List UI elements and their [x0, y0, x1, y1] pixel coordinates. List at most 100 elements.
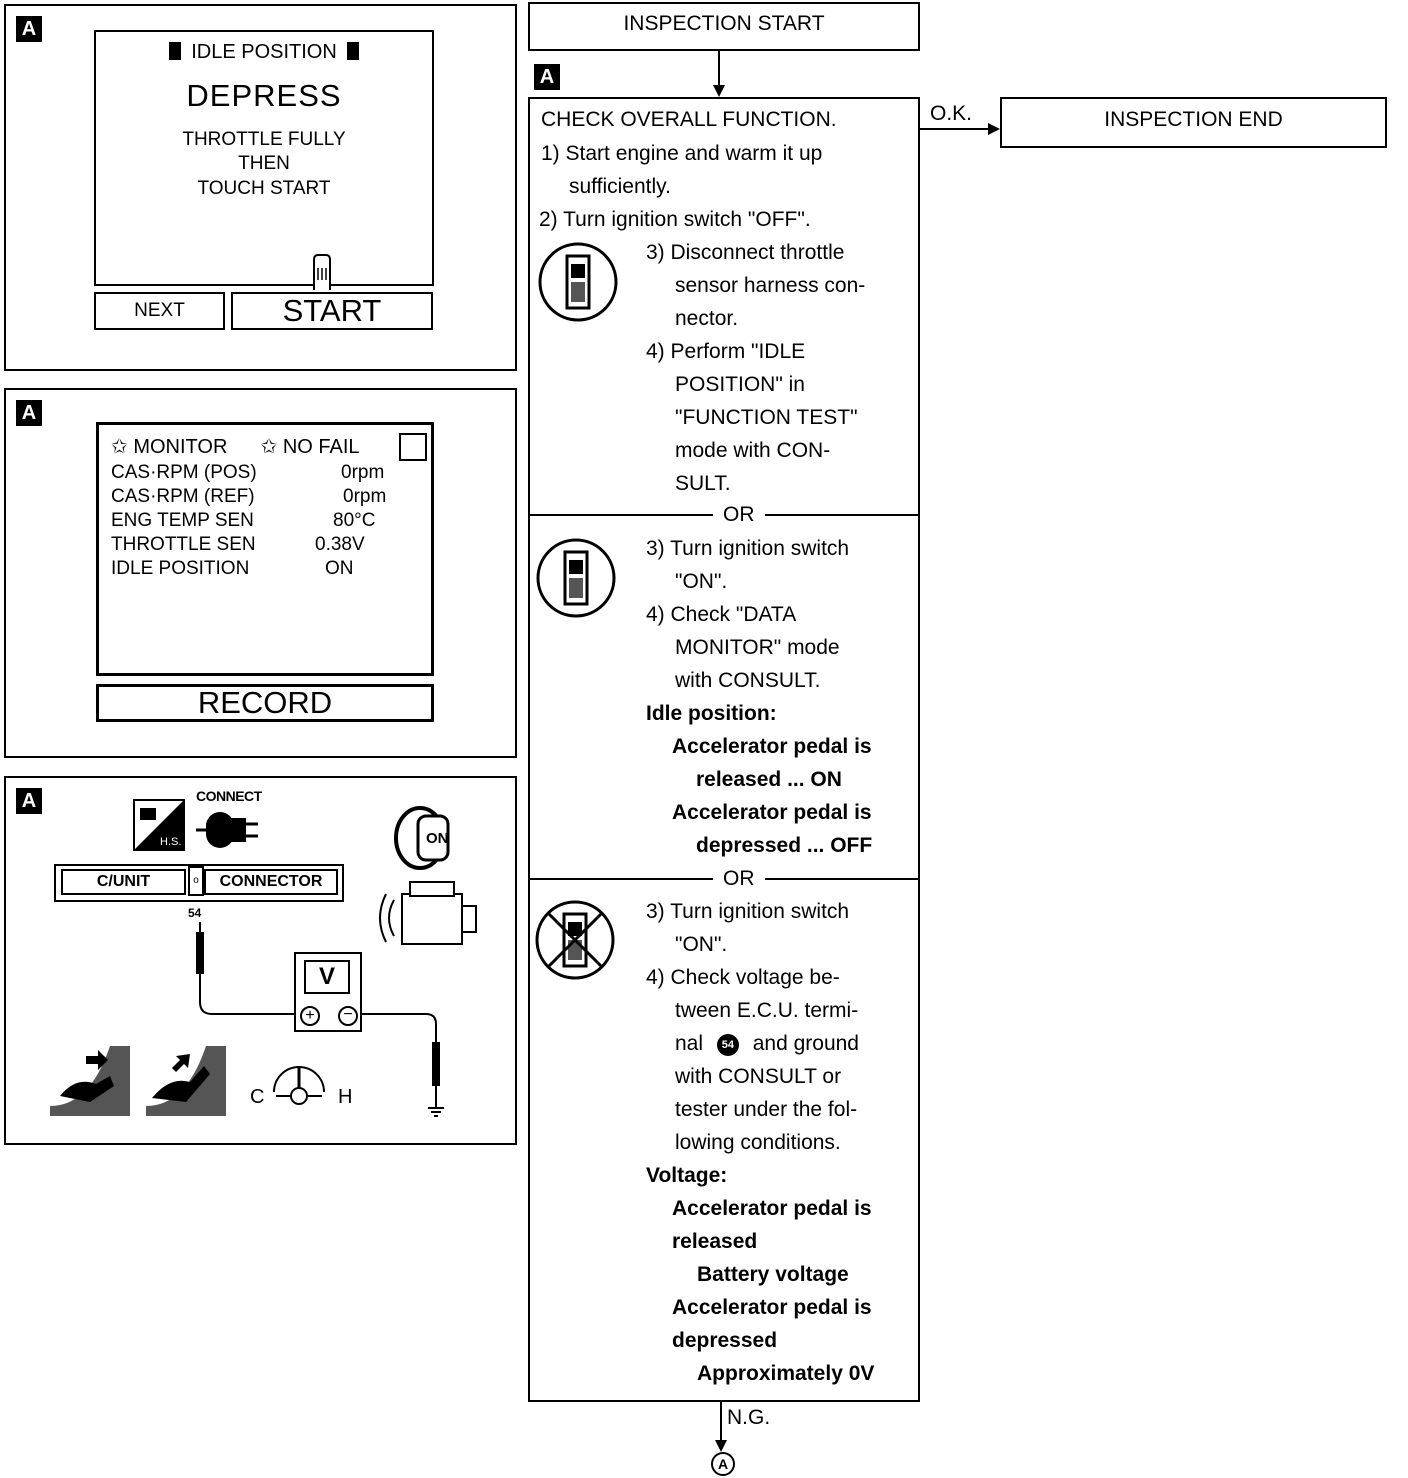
sec3-line: tester under the fol- [675, 1098, 858, 1121]
monitor-checkbox[interactable] [399, 433, 427, 461]
monitor-row: CAS·RPM (REF) [111, 485, 255, 509]
inspection-end-box: INSPECTION END [1000, 97, 1387, 148]
star-icon: ✩ [260, 436, 278, 458]
step-2: 2) Turn ignition switch "OFF". [539, 208, 811, 231]
screen-instruction-3: TOUCH START [197, 178, 331, 199]
screen-headline: DEPRESS [186, 78, 342, 113]
check-title: CHECK OVERALL FUNCTION. [541, 108, 837, 131]
sec2-line: "ON". [675, 570, 728, 593]
sec3-line: Battery voltage [697, 1263, 849, 1286]
sec3-line: with CONSULT or [675, 1065, 842, 1088]
screen-instruction-1: THROTTLE FULLY [182, 129, 346, 150]
monitor-value: 80°C [333, 510, 376, 531]
sec2-line: 4) Check "DATA [646, 603, 797, 626]
sec3-line: depressed [672, 1329, 778, 1352]
terminal-number: 54 [188, 906, 202, 920]
sec3-line: Voltage: [646, 1164, 728, 1187]
connect-plug-icon [196, 812, 258, 848]
arrow-ok-to-end [920, 123, 1000, 135]
hs-label: H.S. [160, 836, 182, 848]
consult-screen: IDLE POSITION DEPRESS THROTTLE FULLY THE… [94, 30, 434, 290]
monitor-row: CAS·RPM (POS) [111, 461, 257, 485]
ng-label: N.G. [727, 1406, 771, 1429]
consult-tool-icon [536, 538, 616, 618]
monitor-header: ✩ MONITOR ✩ NO FAIL [111, 435, 360, 459]
sec1-line: 4) Perform "IDLE [646, 340, 806, 363]
monitor-value: 0rpm [343, 486, 387, 507]
monitor-value: ON [325, 558, 354, 579]
sec2-line: released ... ON [696, 768, 842, 791]
sec3-line: 3) Turn ignition switch [646, 900, 850, 923]
sec2-line: Accelerator pedal is [672, 735, 872, 758]
consult-screen-panel-data-monitor: A ✩ MONITOR ✩ NO FAIL CAS·RPM (POS) 0rpm… [4, 388, 517, 758]
sec3-line: 4) Check voltage be- [646, 966, 840, 989]
sec1-line: POSITION" in [675, 373, 805, 396]
positive-terminal-icon: + [300, 1006, 320, 1026]
monitor-item-name: THROTTLE SEN [111, 534, 256, 555]
sec3-line-text: and ground [752, 1032, 859, 1055]
sec1-line: mode with CON- [675, 439, 831, 462]
sec3-line: "ON". [675, 933, 728, 956]
connector-pin: o [188, 866, 204, 896]
star-icon: ✩ [111, 436, 128, 458]
inspection-start-box: INSPECTION START [528, 2, 920, 51]
sec3-line: tween E.C.U. termi- [675, 999, 859, 1022]
connector-block [54, 864, 344, 902]
step-1b: sufficiently. [569, 175, 671, 198]
gauge-cold-label: C [250, 1086, 265, 1108]
pedal-depressed-icon [146, 1046, 226, 1116]
sec3-line: Approximately 0V [697, 1362, 875, 1385]
ignition-key-icon [394, 806, 450, 870]
engine-icon [379, 881, 477, 945]
screen-title-text: IDLE POSITION [191, 41, 337, 63]
flow-tag: A [534, 64, 560, 90]
next-button[interactable]: NEXT [94, 292, 225, 330]
panel-tag: A [16, 16, 42, 42]
monitor-label: MONITOR [133, 436, 228, 458]
consult-screen-panel-function-test: A IDLE POSITION DEPRESS THROTTLE FULLY T… [4, 4, 517, 371]
temperature-gauge-icon [273, 1066, 325, 1105]
connector-a-circle: A [711, 1452, 735, 1476]
or-label: OR [713, 504, 765, 526]
screen-instruction-2: THEN [238, 153, 290, 174]
sec1-line: sensor harness con- [675, 274, 866, 297]
no-fail-label: NO FAIL [282, 436, 360, 458]
step-1a: 1) Start engine and warm it up [541, 142, 823, 165]
no-consult-icon [535, 900, 615, 980]
monitor-screen: ✩ MONITOR ✩ NO FAIL CAS·RPM (POS) 0rpm C… [96, 422, 434, 676]
sec2-line: depressed ... OFF [696, 834, 873, 857]
gauge-hot-label: H [338, 1086, 353, 1108]
consult-tool-icon [538, 242, 618, 322]
monitor-row: THROTTLE SEN [111, 533, 256, 557]
sec3-line: Accelerator pedal is [672, 1296, 872, 1319]
record-button[interactable]: RECORD [96, 684, 434, 722]
cunit-label: C/UNIT [61, 869, 186, 895]
sec3-line: nal 54 and ground [675, 1027, 859, 1060]
harness-sensor-icon [133, 799, 185, 851]
monitor-item-name: CAS·RPM (REF) [111, 486, 255, 507]
ok-label: O.K. [930, 102, 973, 125]
touch-finger-icon [313, 254, 331, 290]
sec3-line: Accelerator pedal is [672, 1197, 872, 1220]
voltage-measurement-panel: A H.S. CONNECT C/UNIT o CONNECTOR 54 V +… [4, 776, 517, 1145]
sec1-line: SULT. [675, 472, 731, 495]
sec2-line: 3) Turn ignition switch [646, 537, 850, 560]
voltmeter-display: V [304, 960, 350, 994]
probe-wiring [196, 922, 444, 1117]
sec1-line: "FUNCTION TEST" [675, 406, 858, 429]
pedal-released-icon [50, 1046, 130, 1116]
monitor-value: 0.38V [315, 534, 365, 555]
terminal-54-badge: 54 [716, 1034, 739, 1056]
connect-label: CONNECT [196, 788, 262, 804]
sec1-line: nector. [675, 307, 739, 330]
sec2-line: MONITOR" mode [675, 636, 840, 659]
sec3-line: released [672, 1230, 758, 1253]
panel-tag: A [16, 788, 42, 814]
start-button[interactable]: START [231, 292, 433, 330]
arrow-start-to-check [713, 51, 725, 97]
monitor-row: IDLE POSITION [111, 557, 249, 581]
key-on-label: ON [426, 830, 449, 847]
monitor-value: 0rpm [341, 462, 385, 483]
monitor-item-name: CAS·RPM (POS) [111, 462, 257, 483]
panel-tag: A [16, 400, 42, 426]
